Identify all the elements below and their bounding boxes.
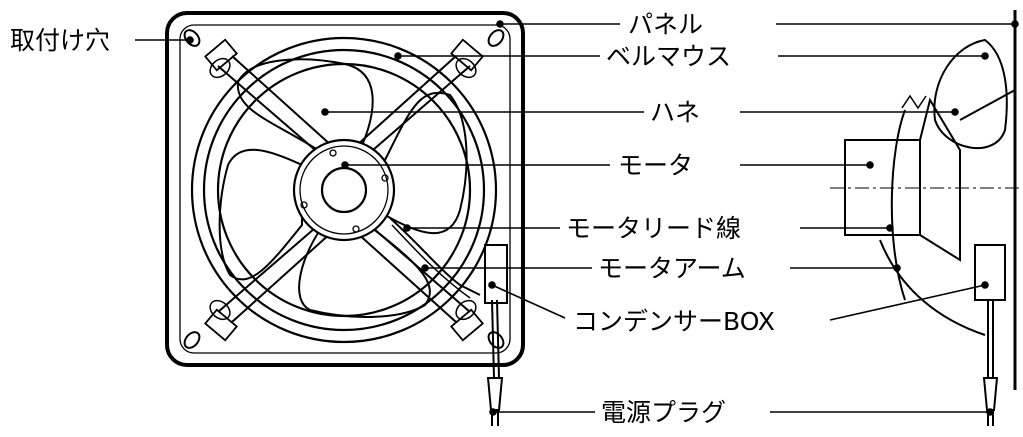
label-mounting-hole: 取付け穴 [10, 26, 110, 55]
fan-blades [218, 58, 468, 318]
motor-lead-wire [389, 217, 481, 296]
label-motor-arm: モータアーム [598, 254, 746, 283]
fan-front-view [165, 11, 999, 426]
label-capacitor-box: コンデンサーBOX [573, 307, 775, 336]
fan-side-view [830, 10, 1023, 390]
capacitor-box [484, 244, 508, 304]
label-blade: ハネ [650, 98, 700, 127]
side-blade [933, 38, 1008, 149]
label-bell-mouth: ベルマウス [606, 42, 731, 71]
motor-arms [217, 55, 471, 323]
label-motor: モータ [618, 151, 693, 180]
leader-lines [135, 20, 1019, 416]
panel-outline [165, 11, 525, 367]
label-power-plug: 電源プラグ [601, 398, 726, 427]
side-motor [844, 139, 921, 236]
power-cord-side [982, 300, 999, 426]
label-panel: パネル [628, 10, 703, 39]
panel-inner-outline [179, 24, 511, 354]
label-motor-lead-wire: モータリード線 [566, 214, 741, 243]
mounting-holes [183, 29, 505, 349]
motor-hub [292, 138, 396, 242]
